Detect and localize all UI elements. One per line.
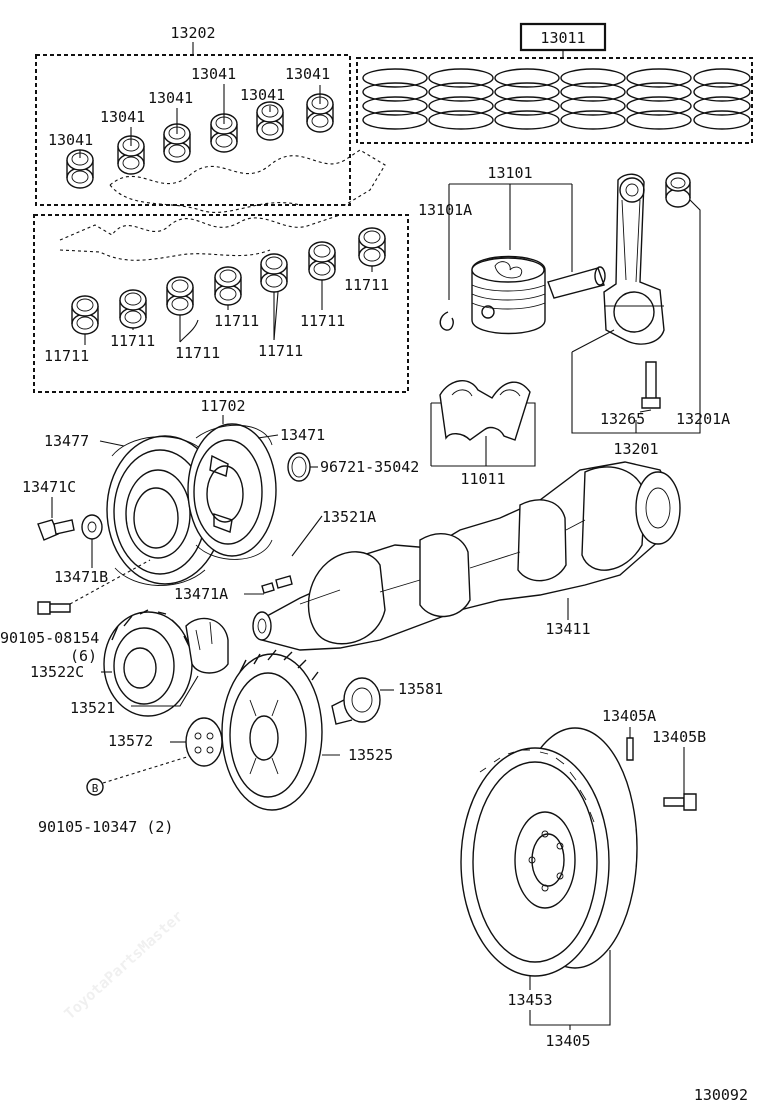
main-bearing-shells bbox=[71, 227, 386, 335]
label-13041-e: 13041 bbox=[240, 86, 285, 104]
label-13011: 13011 bbox=[540, 29, 585, 47]
bearing-cap-group bbox=[430, 380, 536, 467]
label-13265: 13265 bbox=[600, 410, 645, 428]
label-13471A: 13471A bbox=[174, 585, 228, 603]
label-13471B: 13471B bbox=[54, 568, 108, 586]
watermark: ToyotaPartsMaster bbox=[61, 907, 187, 1023]
key-group bbox=[244, 515, 323, 595]
flywheel-group bbox=[460, 727, 697, 1030]
label-11711-a: 11711 bbox=[44, 347, 89, 365]
label-96721-35042: 96721-35042 bbox=[320, 458, 419, 476]
label-13572: 13572 bbox=[108, 732, 153, 750]
label-13201A: 13201A bbox=[676, 410, 730, 428]
label-bolt-b-marker: B bbox=[92, 782, 99, 795]
label-13041-a: 13041 bbox=[48, 131, 93, 149]
label-13405: 13405 bbox=[545, 1032, 590, 1050]
label-13405A: 13405A bbox=[602, 707, 656, 725]
label-13041-f: 13041 bbox=[285, 65, 330, 83]
label-13201: 13201 bbox=[613, 440, 658, 458]
label-13411: 13411 bbox=[545, 620, 590, 638]
crankshaft bbox=[252, 461, 681, 651]
label-13101: 13101 bbox=[487, 164, 532, 182]
piston-assembly bbox=[439, 172, 701, 434]
label-13521A: 13521A bbox=[322, 508, 376, 526]
part-labels: 13202 13041 13041 13041 13041 13041 1304… bbox=[0, 24, 748, 1104]
crank-bearing-group bbox=[35, 42, 386, 213]
label-13522C: 13522C bbox=[30, 663, 84, 681]
label-11711-d: 11711 bbox=[214, 312, 259, 330]
label-11711-c: 11711 bbox=[175, 344, 220, 362]
label-13525: 13525 bbox=[348, 746, 393, 764]
label-11702: 11702 bbox=[200, 397, 245, 415]
label-bolt-a-qty: (6) bbox=[70, 647, 97, 665]
label-11011: 11011 bbox=[460, 470, 505, 488]
label-13521: 13521 bbox=[70, 699, 115, 717]
label-13453: 13453 bbox=[507, 991, 552, 1009]
diagram-id: 130092 bbox=[694, 1086, 748, 1104]
label-13101A: 13101A bbox=[418, 201, 472, 219]
label-13581: 13581 bbox=[398, 680, 443, 698]
main-bearing-group bbox=[33, 214, 409, 393]
label-90105-10347: 90105-10347 (2) bbox=[38, 818, 173, 836]
ring-stacks bbox=[362, 68, 751, 130]
ring-set-callout-box bbox=[519, 22, 607, 52]
label-13471C: 13471C bbox=[22, 478, 76, 496]
label-11711-f: 11711 bbox=[300, 312, 345, 330]
label-11711-b: 11711 bbox=[110, 332, 155, 350]
pulley-group bbox=[37, 415, 318, 615]
label-13405B: 13405B bbox=[652, 728, 706, 746]
label-11711-g: 11711 bbox=[344, 276, 389, 294]
label-13471: 13471 bbox=[280, 426, 325, 444]
label-13041-d: 13041 bbox=[191, 65, 236, 83]
gear-group bbox=[86, 609, 394, 811]
label-13477: 13477 bbox=[44, 432, 89, 450]
piston-ring-set-group bbox=[356, 22, 753, 144]
label-13041-c: 13041 bbox=[148, 89, 193, 107]
label-90105-08154: 90105-08154 bbox=[0, 629, 99, 647]
label-13041-b: 13041 bbox=[100, 108, 145, 126]
label-11711-e: 11711 bbox=[258, 342, 303, 360]
label-13202: 13202 bbox=[170, 24, 215, 42]
